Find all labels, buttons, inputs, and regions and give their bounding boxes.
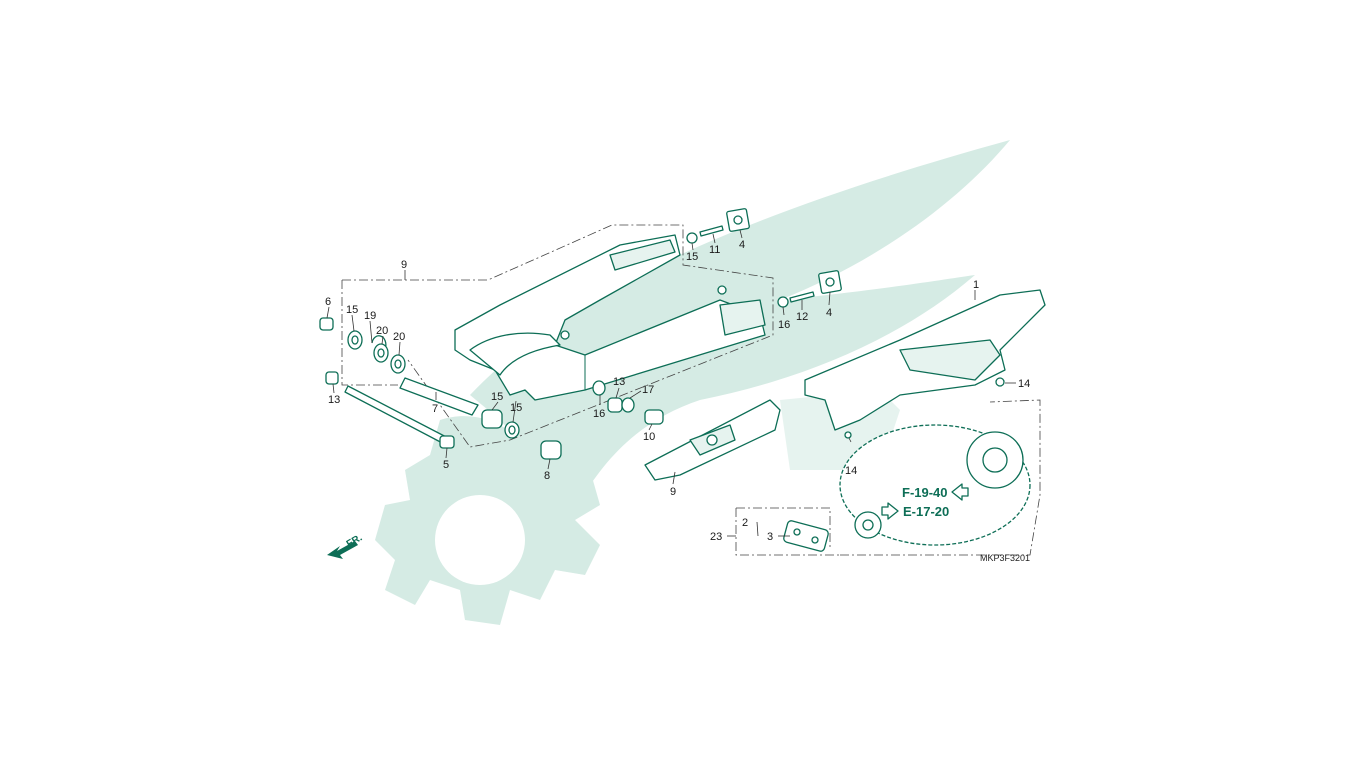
part-label: 16 <box>778 319 790 331</box>
part-label: 10 <box>643 431 655 443</box>
part-label: 14 <box>845 465 857 477</box>
part-label: 12 <box>796 311 808 323</box>
part-label: 23 <box>710 531 722 543</box>
reference-codes[interactable]: F-19-40 E-17-20 <box>902 485 949 519</box>
part-label: 20 <box>376 325 388 337</box>
part-label: 3 <box>767 531 773 543</box>
part-label: 4 <box>826 307 832 319</box>
part-label: 15 <box>346 304 358 316</box>
part-label: 16 <box>593 408 605 420</box>
reference-arrows <box>881 483 969 520</box>
chain-slider <box>644 399 781 481</box>
part-label: 20 <box>393 331 405 343</box>
part-label: 8 <box>544 470 550 482</box>
part-label: 13 <box>328 394 340 406</box>
part-label: 15 <box>491 391 503 403</box>
front-indicator-label: FR. <box>345 532 365 550</box>
part-label: 9 <box>670 486 676 498</box>
part-label: 4 <box>739 239 745 251</box>
part-label: 19 <box>364 310 376 322</box>
part-label: 17 <box>642 384 654 396</box>
part-labels: 9 6 15 19 20 20 13 7 5 15 15 8 16 13 17 … <box>325 239 1030 543</box>
reference-link-e-17-20[interactable]: E-17-20 <box>903 504 949 519</box>
part-label: 14 <box>1018 378 1030 390</box>
reference-link-f-19-40[interactable]: F-19-40 <box>902 485 948 500</box>
part-label: 6 <box>325 296 331 308</box>
chain-adjusters <box>686 208 842 308</box>
part-label: 15 <box>686 251 698 263</box>
swingarm <box>454 234 766 401</box>
chain-cover <box>804 289 1046 439</box>
part-label: 5 <box>443 459 449 471</box>
part-label: 7 <box>432 403 438 415</box>
part-label: 15 <box>510 402 522 414</box>
diagram-code: MKP3F3201 <box>980 553 1030 563</box>
part-label: 2 <box>742 517 748 529</box>
group-outlines <box>341 224 1041 556</box>
part-label: 11 <box>709 244 720 256</box>
part-label: 1 <box>973 279 979 291</box>
pivot-parts <box>319 317 664 460</box>
leader-lines <box>326 229 1016 537</box>
part-label: 13 <box>613 376 625 388</box>
front-direction-arrow <box>327 541 358 559</box>
part-label: 9 <box>401 259 407 271</box>
